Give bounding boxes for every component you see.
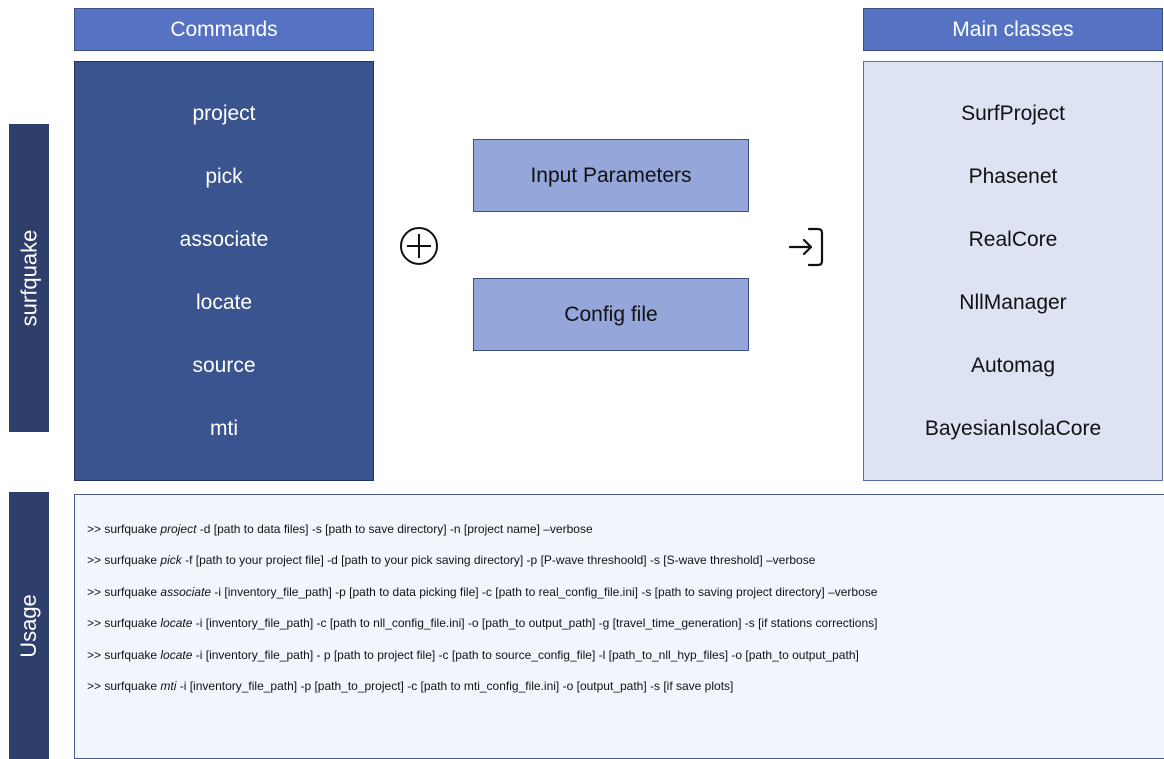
input-parameters-box: Input Parameters bbox=[473, 139, 749, 212]
usage-line-locate: >> surfquake locate -i [inventory_file_p… bbox=[87, 615, 1164, 646]
usage-panel: >> surfquake project -d [path to data fi… bbox=[74, 494, 1164, 759]
commands-header-text: Commands bbox=[170, 17, 278, 41]
usage-command: project bbox=[160, 522, 197, 536]
command-item-project: project bbox=[192, 102, 256, 125]
usage-args: -i [inventory_file_path] -p [path_to_pro… bbox=[176, 678, 734, 693]
usage-args: -f [path to your project file] -d [path … bbox=[181, 553, 816, 568]
surfquake-label-text: surfquake bbox=[16, 229, 41, 327]
usage-line-pick: >> surfquake pick -f [path to your proje… bbox=[87, 552, 1164, 583]
class-item-bayesianisolacore: BayesianIsolaCore bbox=[924, 417, 1102, 440]
main-classes-header: Main classes bbox=[863, 8, 1163, 51]
usage-args: -i [inventory_file_path] - p [path to pr… bbox=[192, 647, 859, 662]
usage-line-mti: >> surfquake mti -i [inventory_file_path… bbox=[87, 678, 1164, 709]
class-item-nllmanager: NllManager bbox=[959, 291, 1067, 314]
config-file-text: Config file bbox=[564, 302, 658, 326]
command-item-pick: pick bbox=[205, 165, 243, 188]
usage-line-project: >> surfquake project -d [path to data fi… bbox=[87, 521, 1164, 552]
config-file-box: Config file bbox=[473, 278, 749, 351]
commands-header: Commands bbox=[74, 8, 374, 51]
main-classes-panel: SurfProject Phasenet RealCore NllManager… bbox=[863, 61, 1163, 481]
class-item-automag: Automag bbox=[970, 354, 1056, 377]
usage-command: pick bbox=[160, 553, 182, 568]
usage-command: mti bbox=[160, 678, 177, 693]
usage-args: -d [path to data files] -s [path to save… bbox=[196, 522, 593, 536]
sign-in-arrow-icon bbox=[787, 225, 827, 269]
usage-command: locate bbox=[160, 647, 193, 662]
usage-command: locate bbox=[160, 616, 193, 631]
usage-line-associate: >> surfquake associate -i [inventory_fil… bbox=[87, 584, 1164, 615]
command-item-source: source bbox=[192, 354, 256, 377]
usage-prefix: >> surfquake bbox=[87, 647, 161, 662]
main-classes-header-text: Main classes bbox=[952, 17, 1074, 41]
usage-prefix: >> surfquake bbox=[87, 584, 161, 599]
class-item-phasenet: Phasenet bbox=[968, 165, 1058, 188]
command-item-locate: locate bbox=[195, 291, 253, 314]
command-item-associate: associate bbox=[179, 228, 269, 251]
usage-prefix: >> surfquake bbox=[87, 553, 161, 568]
usage-side-label: Usage bbox=[9, 492, 49, 759]
usage-prefix: >> surfquake bbox=[87, 616, 161, 631]
usage-prefix: >> surfquake bbox=[87, 522, 161, 536]
class-item-surfproject: SurfProject bbox=[961, 102, 1065, 125]
usage-args: -i [inventory_file_path] -p [path to dat… bbox=[211, 584, 878, 599]
input-parameters-text: Input Parameters bbox=[530, 163, 692, 187]
circled-plus-icon bbox=[398, 225, 440, 267]
usage-prefix: >> surfquake bbox=[87, 678, 161, 693]
command-item-mti: mti bbox=[210, 417, 238, 440]
class-item-realcore: RealCore bbox=[968, 228, 1058, 251]
surfquake-side-label: surfquake bbox=[9, 124, 49, 432]
usage-command: associate bbox=[160, 584, 212, 599]
usage-line-locate-source: >> surfquake locate -i [inventory_file_p… bbox=[87, 647, 1164, 678]
usage-args: -i [inventory_file_path] -c [path to nll… bbox=[192, 616, 878, 631]
usage-label-text: Usage bbox=[16, 593, 41, 658]
commands-panel: project pick associate locate source mti bbox=[74, 61, 374, 481]
